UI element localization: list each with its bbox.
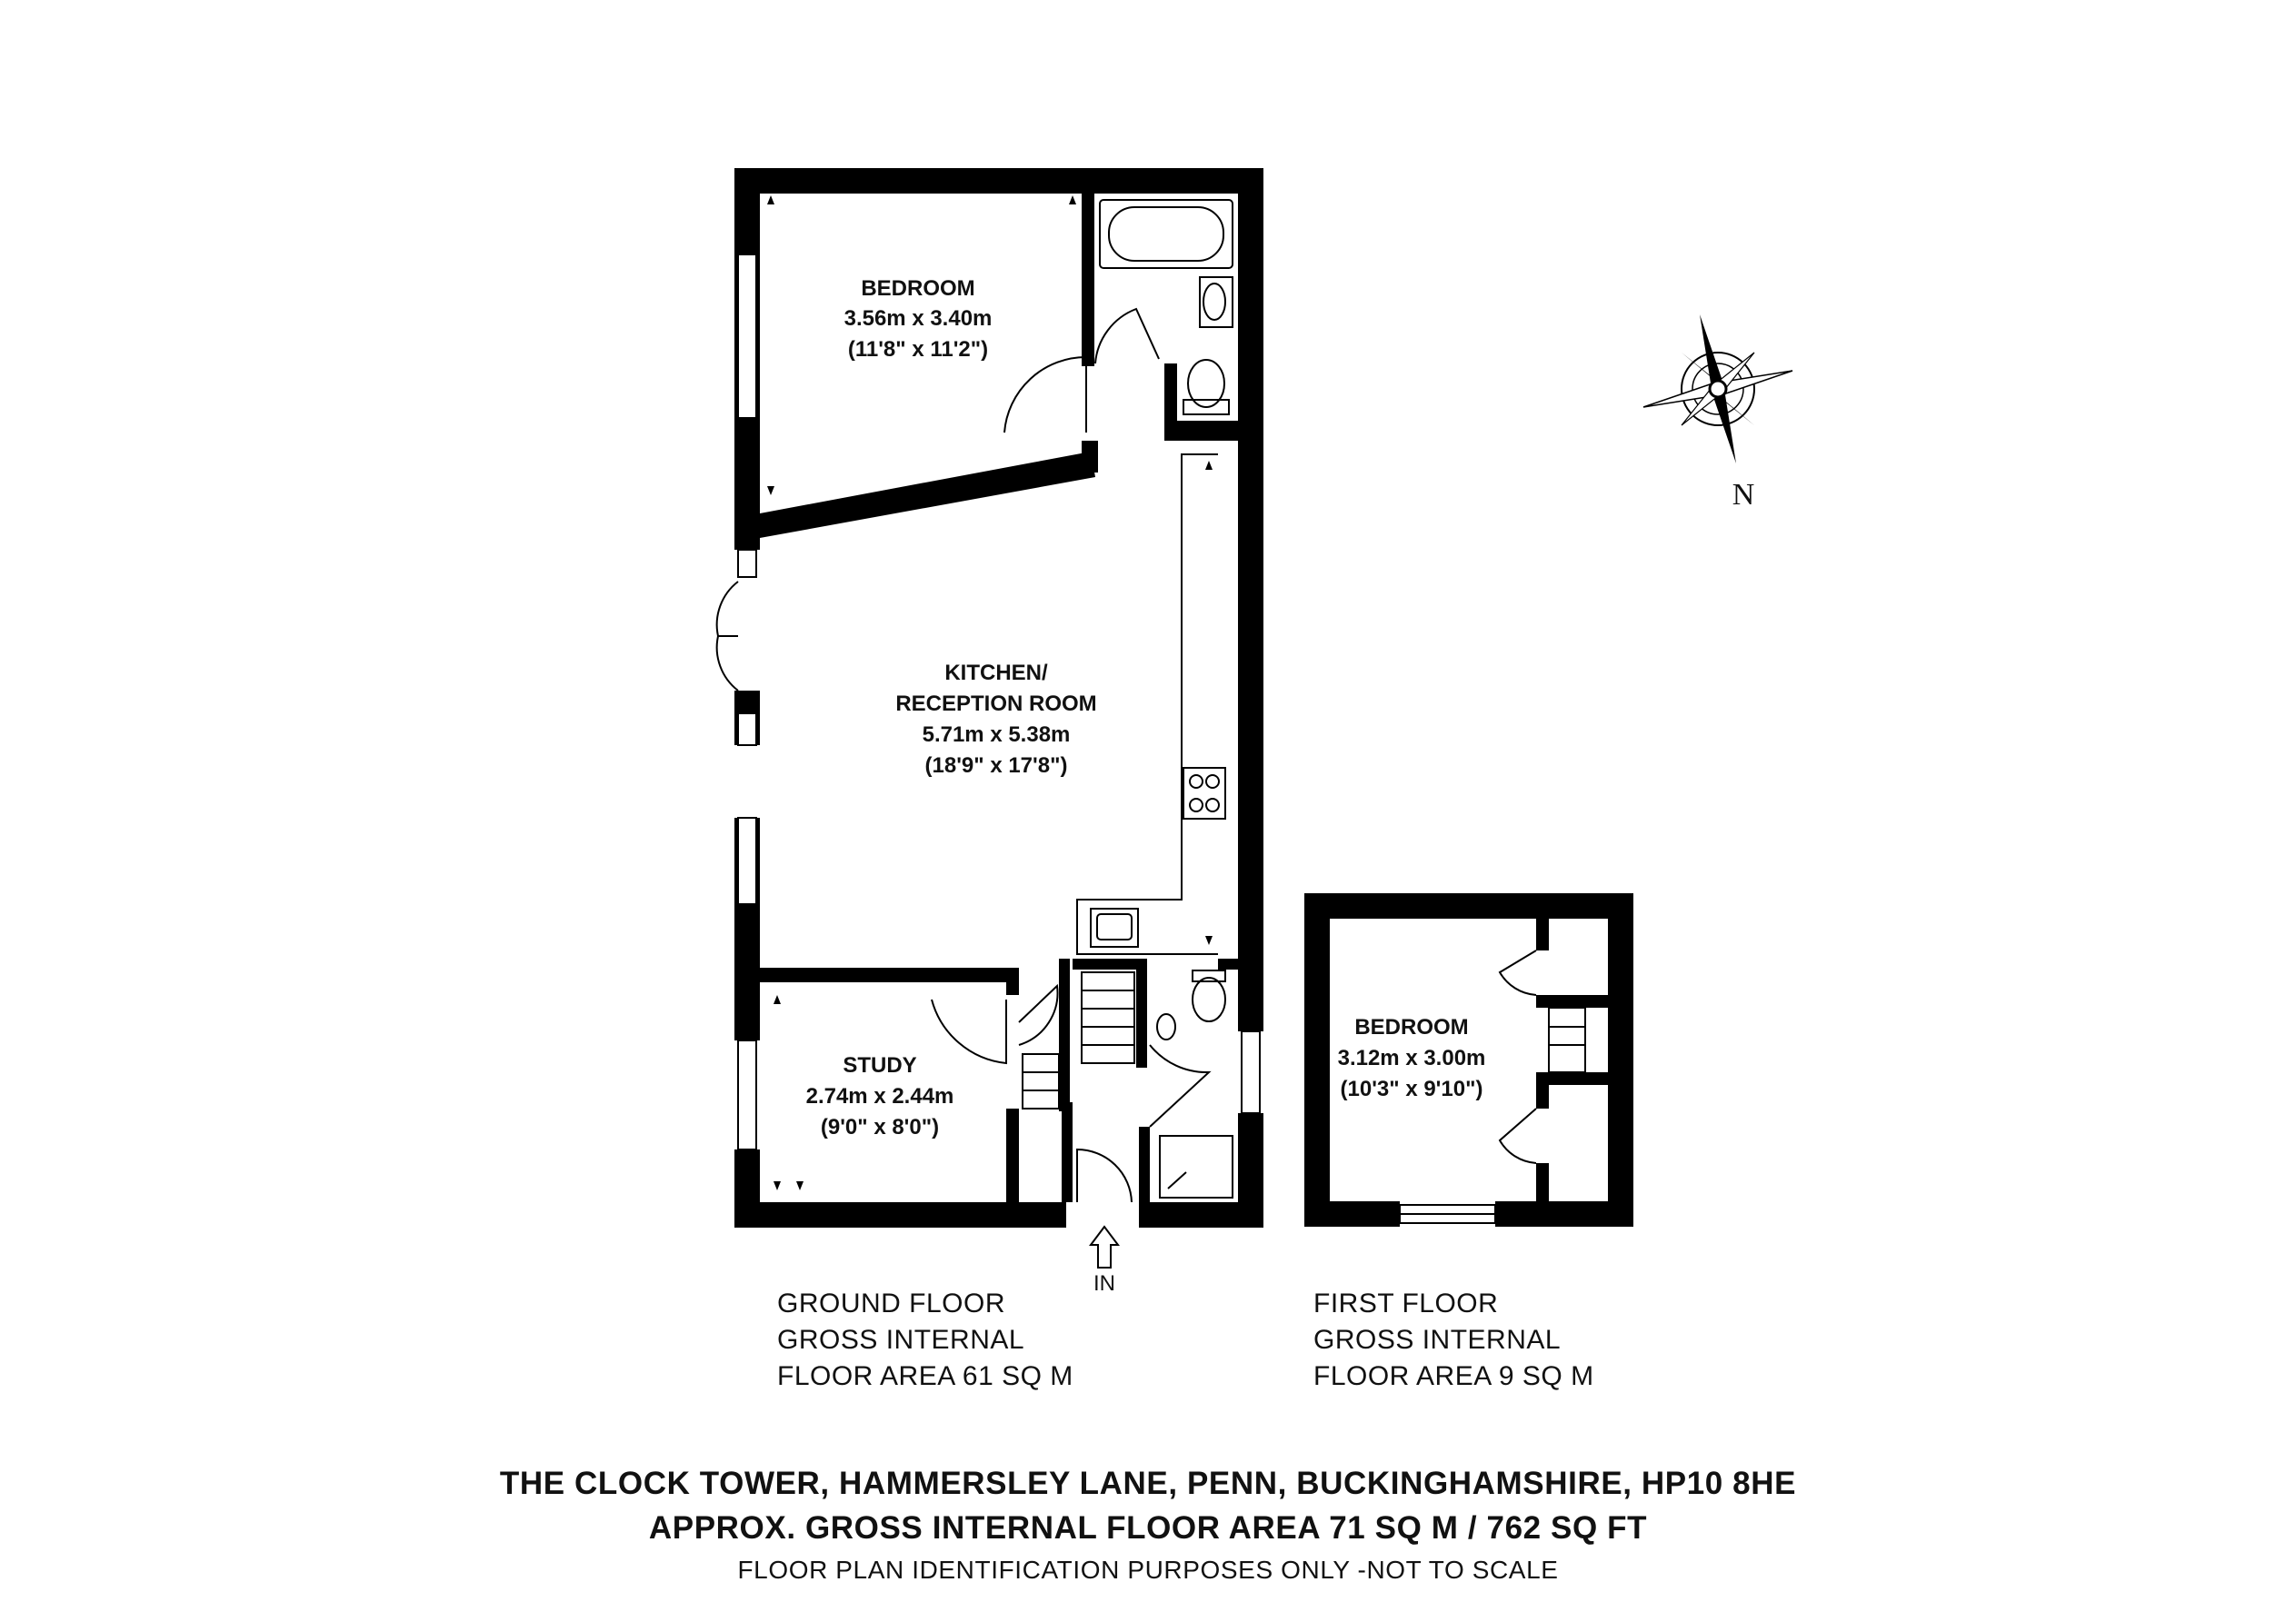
staircase-icon	[1022, 971, 1135, 1110]
room-name: BEDROOM	[1354, 1015, 1468, 1040]
room-name-line1: KITCHEN/	[944, 661, 1048, 685]
dimension-markers	[767, 195, 1213, 1190]
caption-line: GROUND FLOOR	[777, 1289, 1006, 1318]
entrance-label: IN	[1093, 1271, 1115, 1296]
room-study: STUDY 2.74m x 2.44m (9'0" x 8'0")	[806, 1053, 954, 1139]
compass-rose-icon	[1642, 314, 1793, 463]
shower-icon	[1159, 1135, 1233, 1199]
caption-line: FLOOR AREA 61 SQ M	[777, 1361, 1073, 1391]
ground-floor-doors	[715, 307, 1212, 1203]
toilet-icon	[1183, 399, 1230, 415]
property-address: THE CLOCK TOWER, HAMMERSLEY LANE, PENN, …	[499, 1466, 1797, 1501]
basin-icon	[1156, 1013, 1176, 1040]
caption-line: GROSS INTERNAL	[777, 1325, 1025, 1355]
room-imperial: (18'9" x 17'8")	[925, 753, 1068, 778]
toilet-icon	[1192, 977, 1226, 1022]
caption-line: FIRST FLOOR	[1313, 1289, 1499, 1318]
bath-icon	[1099, 199, 1233, 269]
compass-north-label: N	[1732, 478, 1755, 512]
room-imperial: (10'3" x 9'10")	[1341, 1077, 1483, 1101]
room-name: STUDY	[843, 1053, 916, 1078]
room-name-line2: RECEPTION ROOM	[895, 692, 1096, 716]
kitchen-counter	[1076, 453, 1218, 955]
ground-floor-fixtures	[1022, 199, 1233, 1199]
total-floor-area: APPROX. GROSS INTERNAL FLOOR AREA 71 SQ …	[648, 1510, 1648, 1546]
room-metric: 3.56m x 3.40m	[844, 306, 993, 331]
sink-icon	[1090, 908, 1139, 948]
room-imperial: (9'0" x 8'0")	[821, 1115, 939, 1139]
first-floor-windows	[1399, 1204, 1496, 1224]
room-kitchen-reception: KITCHEN/ RECEPTION ROOM 5.71m x 5.38m (1…	[895, 661, 1096, 778]
ground-floor-caption: GROUND FLOOR GROSS INTERNAL FLOOR AREA 6…	[777, 1286, 1073, 1395]
room-name: BEDROOM	[861, 276, 974, 301]
first-floor-doors	[1498, 950, 1537, 1164]
room-bedroom-first: BEDROOM 3.12m x 3.00m (10'3" x 9'10")	[1338, 1015, 1486, 1101]
ground-floor-plan: IN BEDROOM 3.56m x 3.40m (11'8" x 11'2")…	[715, 168, 1263, 1296]
basin-icon	[1199, 276, 1233, 328]
first-floor-walls	[1304, 893, 1633, 1227]
hob-icon	[1183, 767, 1226, 820]
room-bedroom-ground: BEDROOM 3.56m x 3.40m (11'8" x 11'2")	[844, 276, 993, 362]
first-floor-plan: BEDROOM 3.12m x 3.00m (10'3" x 9'10")	[1304, 893, 1633, 1227]
caption-line: GROSS INTERNAL	[1313, 1325, 1562, 1355]
room-metric: 3.12m x 3.00m	[1338, 1046, 1486, 1070]
caption-line: FLOOR AREA 9 SQ M	[1313, 1361, 1594, 1391]
entrance-arrow-icon	[1089, 1225, 1120, 1269]
first-floor-caption: FIRST FLOOR GROSS INTERNAL FLOOR AREA 9 …	[1313, 1286, 1594, 1395]
room-imperial: (11'8" x 11'2")	[848, 337, 988, 362]
room-metric: 2.74m x 2.44m	[806, 1084, 954, 1109]
room-metric: 5.71m x 5.38m	[923, 722, 1071, 747]
scale-disclaimer: FLOOR PLAN IDENTIFICATION PURPOSES ONLY …	[737, 1556, 1559, 1584]
ground-floor-windows	[737, 254, 1261, 1150]
first-floor-stairs-icon	[1548, 1007, 1586, 1073]
